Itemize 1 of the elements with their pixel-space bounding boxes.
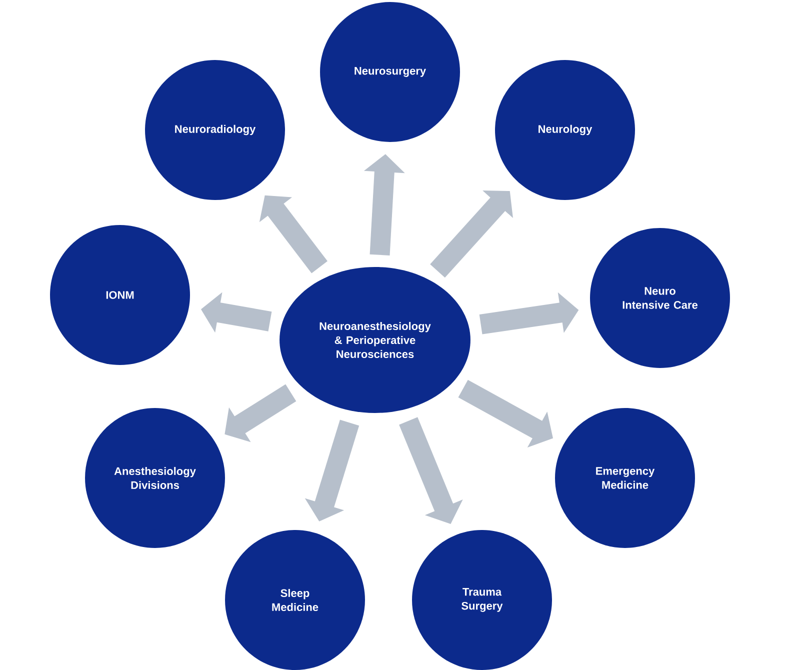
- block-arrow: [224, 384, 296, 442]
